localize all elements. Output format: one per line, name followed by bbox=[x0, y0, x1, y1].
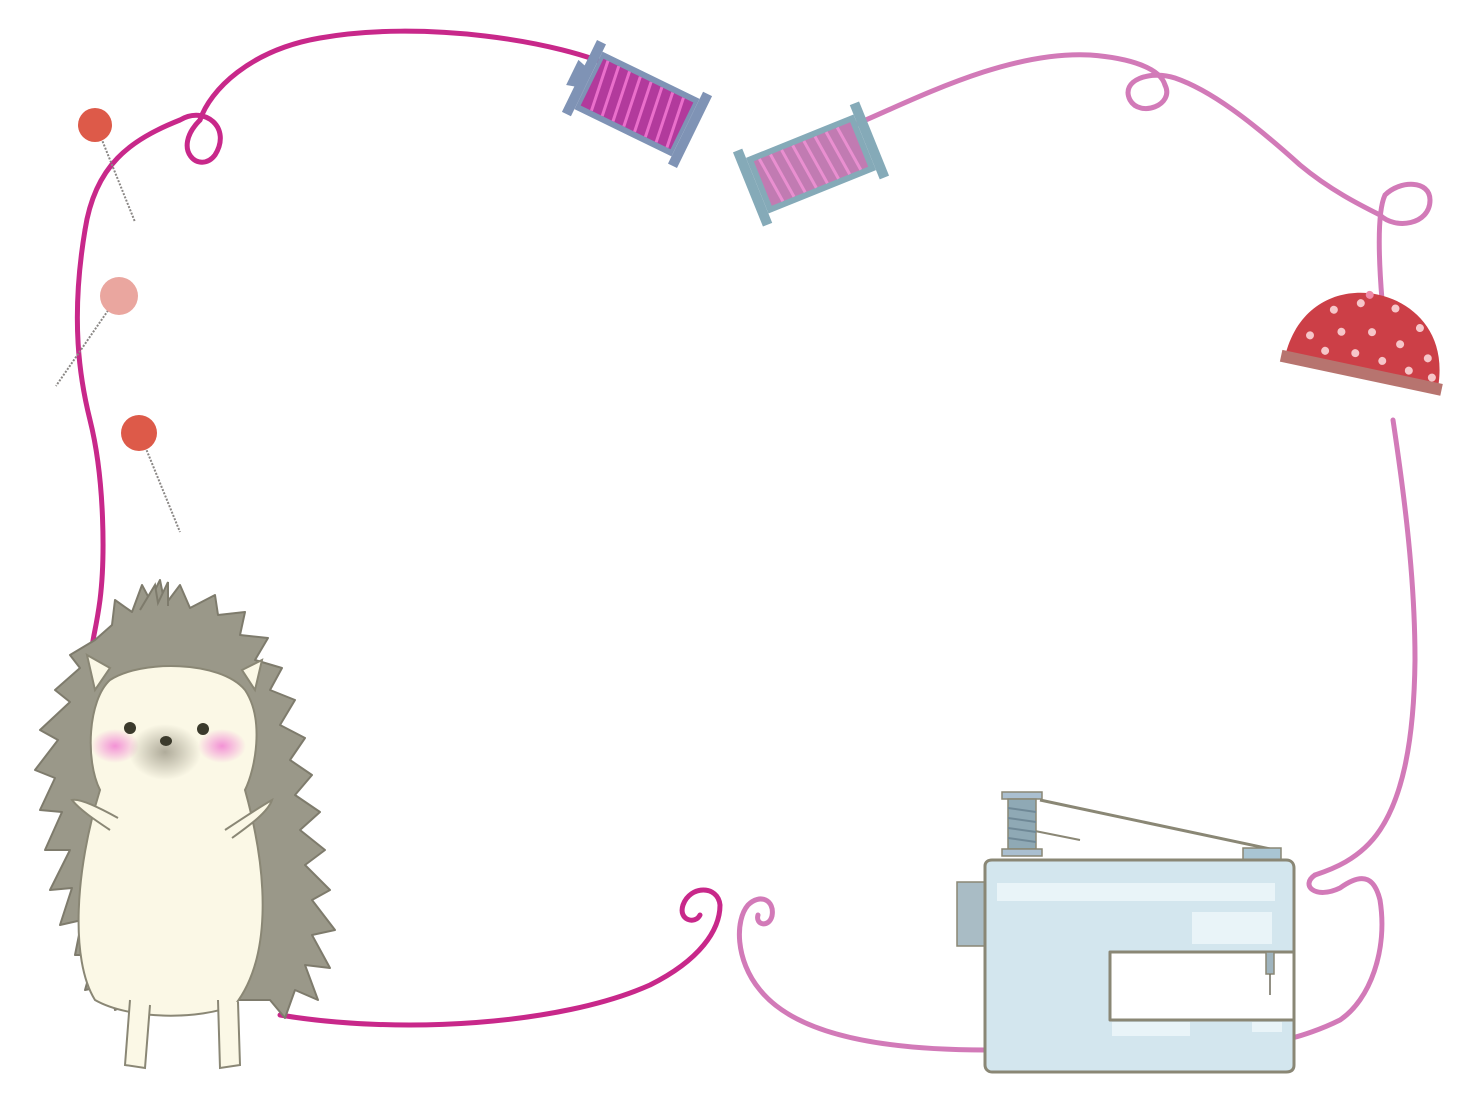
hedgehog-arm bbox=[224, 797, 274, 839]
pin-icon bbox=[121, 415, 181, 533]
hedgehog-ear bbox=[85, 653, 112, 693]
sewing-machine-icon bbox=[956, 791, 1296, 1074]
machine-spool-icon bbox=[1001, 791, 1043, 857]
machine-handwheel bbox=[956, 881, 986, 947]
hedgehog-ear bbox=[240, 658, 264, 693]
spool-icon bbox=[561, 39, 713, 169]
spool-icon bbox=[732, 101, 890, 227]
pink-thread bbox=[736, 52, 1433, 1053]
pincushion-icon bbox=[1279, 290, 1443, 396]
hedgehog-leg bbox=[123, 999, 151, 1070]
hedgehog-blush bbox=[91, 729, 139, 763]
pin-icon bbox=[55, 277, 138, 387]
hedgehog-icon bbox=[34, 579, 336, 1070]
machine-needle bbox=[1265, 951, 1275, 975]
magenta-thread bbox=[74, 28, 723, 1028]
pin-icon bbox=[78, 108, 136, 223]
hedgehog-nose bbox=[160, 736, 172, 746]
hedgehog-leg bbox=[217, 999, 242, 1070]
hedgehog-eye bbox=[197, 723, 209, 735]
hedgehog-arm bbox=[70, 798, 119, 831]
hedgehog-eye bbox=[124, 722, 136, 734]
hedgehog-blush bbox=[198, 729, 246, 763]
hedgehog-face bbox=[77, 665, 264, 1017]
